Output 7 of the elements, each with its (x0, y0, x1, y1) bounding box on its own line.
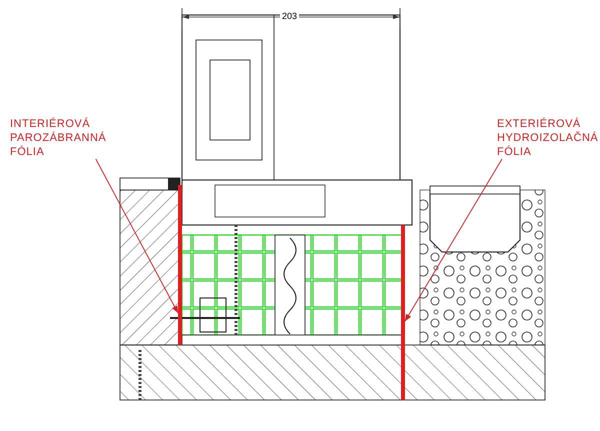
callout-label: INTERIÉROVÁ PAROZÁBRANNÁ FÓLIA (10, 117, 120, 159)
dimension-label: 203 (280, 11, 300, 21)
callout-label: EXTERIÉROVÁ HYDROIZOLAČNÁ FÓLIA (497, 117, 597, 159)
leader-line (95, 158, 178, 314)
foil-strip (401, 225, 405, 400)
foil-strip (178, 185, 182, 345)
leader-line (404, 158, 502, 322)
